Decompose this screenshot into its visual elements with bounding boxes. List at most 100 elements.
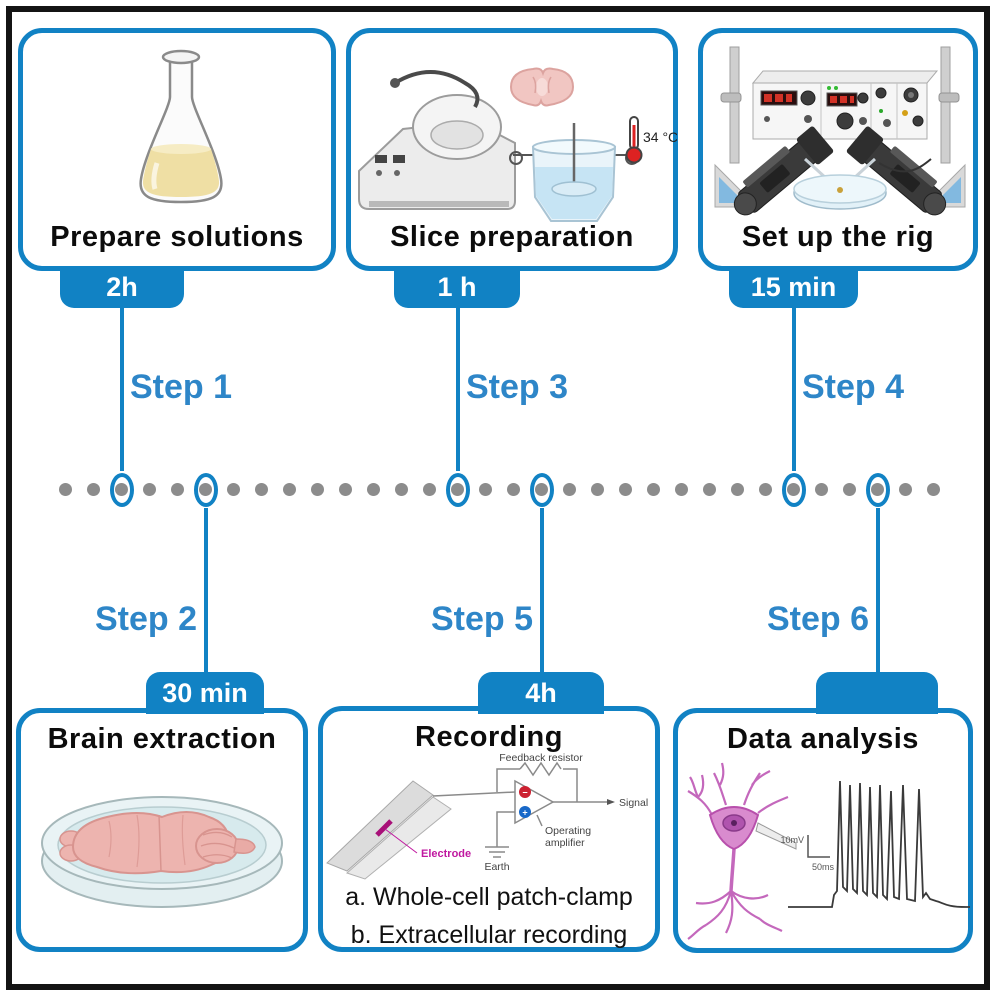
timeline-dot — [927, 483, 940, 496]
timeline-dot — [731, 483, 744, 496]
step-2-label: Step 2 — [94, 600, 197, 638]
brain-extraction-title: Brain extraction — [47, 723, 277, 755]
timeline-dot — [703, 483, 716, 496]
step-4-label: Step 4 — [802, 368, 905, 406]
temperature-label: 34 °C — [643, 129, 677, 145]
timeline-dot — [759, 483, 772, 496]
signal-label: Signal — [619, 797, 648, 809]
pipette-icon: Electrode — [326, 780, 471, 880]
duration-tab-data — [816, 672, 938, 714]
timeline-dot — [445, 307, 470, 507]
box-brain-extraction: Brain extraction — [16, 708, 308, 952]
recording-pipette-icon — [755, 822, 797, 850]
data-analysis-title: Data analysis — [727, 723, 919, 755]
timeline-marker-step-4 — [781, 472, 806, 507]
patch-clamp-circuit: Electrode − + Fe — [326, 752, 648, 880]
timeline-marker-step-1 — [109, 472, 134, 507]
brain-icon — [59, 811, 256, 875]
timeline-dot — [59, 483, 72, 496]
step-1-label: Step 1 — [130, 368, 233, 406]
timeline-dot — [479, 483, 492, 496]
timeline-dot — [865, 472, 890, 673]
timeline-dot — [781, 307, 806, 507]
brain-slice-icon — [509, 67, 575, 107]
timeline-dot — [843, 483, 856, 496]
timeline-marker-step-2 — [193, 472, 218, 507]
box-prepare-solutions: Prepare solutions — [18, 28, 336, 271]
recording-title: Recording — [415, 721, 563, 753]
rig-pole-left — [729, 46, 740, 164]
duration-tab-slice: 1 h — [394, 266, 520, 308]
thermometer-icon: 34 °C — [625, 116, 677, 164]
minus-input: − — [522, 788, 527, 798]
step-connector-step-3 — [455, 307, 460, 471]
timeline-dot — [109, 307, 134, 507]
box-data-analysis: Data analysis 10mV 50ms — [673, 708, 973, 953]
box-recording: Recording Electrode — [318, 706, 660, 952]
spike-train-trace — [788, 780, 970, 908]
step-5-label: Step 5 — [430, 600, 533, 638]
circuit-wires — [432, 761, 607, 858]
scale-voltage-label: 10mV — [780, 835, 804, 845]
feedback-resistor — [519, 761, 562, 777]
timeline-dot — [591, 483, 604, 496]
electrode-label: Electrode — [421, 848, 471, 860]
duration-tab-recording: 4h — [478, 672, 604, 714]
opamp-label-1: Operating — [545, 825, 591, 837]
petri-dish-icon — [793, 174, 887, 210]
timeline-dot — [143, 483, 156, 496]
amplifier-icon — [751, 70, 939, 140]
step-connector-step-6 — [875, 508, 880, 673]
timeline-dot — [675, 483, 688, 496]
step-connector-step-2 — [203, 508, 208, 673]
ground-symbol — [485, 846, 509, 858]
rig-illustration — [714, 46, 966, 216]
timeline-dot — [283, 483, 296, 496]
timeline-dot — [339, 483, 352, 496]
timeline-marker-step-5 — [529, 472, 554, 507]
step-connector-step-1 — [119, 307, 124, 471]
timeline-dot — [899, 483, 912, 496]
timeline-dot — [311, 483, 324, 496]
step-connector-step-5 — [539, 508, 544, 673]
earth-label: Earth — [484, 861, 509, 873]
box-setup-rig: Set up the rig — [698, 28, 978, 271]
opamp-label-2: amplifier — [545, 837, 585, 849]
timeline — [59, 307, 949, 673]
brain-petri-illustration — [41, 796, 283, 908]
vibratome-illustration: 34 °C — [358, 67, 677, 222]
step-6-label: Step 6 — [766, 600, 869, 638]
holding-chamber-icon — [509, 123, 639, 222]
step-3-label: Step 3 — [466, 368, 569, 406]
neuron-icon — [687, 762, 789, 940]
micromanipulator-left — [733, 126, 834, 216]
plus-input: + — [522, 808, 527, 818]
timeline-dot — [193, 472, 218, 673]
scale-bar: 10mV 50ms — [780, 835, 835, 872]
slice-preparation-title: Slice preparation — [390, 221, 634, 253]
timeline-marker-step-6 — [865, 472, 890, 507]
box-slice-preparation: 34 °C Slice preparation — [346, 28, 678, 271]
scale-time-label: 50ms — [812, 862, 835, 872]
method-extracellular: b. Extracellular recording — [350, 921, 628, 949]
timeline-dot — [815, 483, 828, 496]
timeline-dot — [395, 483, 408, 496]
step-connector-step-4 — [791, 307, 796, 471]
setup-rig-title: Set up the rig — [741, 221, 935, 253]
electrode-mark — [375, 819, 393, 837]
timeline-dot — [255, 483, 268, 496]
timeline-dot — [529, 472, 554, 673]
duration-tab-brain: 30 min — [146, 672, 264, 714]
timeline-marker-step-3 — [445, 472, 470, 507]
duration-tab-prepare: 2h — [60, 266, 184, 308]
duration-tab-rig: 15 min — [729, 266, 858, 308]
timeline-dot — [227, 483, 240, 496]
timeline-dot — [619, 483, 632, 496]
timeline-dot — [171, 483, 184, 496]
timeline-dot — [367, 483, 380, 496]
timeline-dot — [563, 483, 576, 496]
timeline-dot — [647, 483, 660, 496]
opamp-icon: − + — [514, 779, 555, 825]
method-whole-cell: a. Whole-cell patch-clamp — [345, 883, 633, 911]
